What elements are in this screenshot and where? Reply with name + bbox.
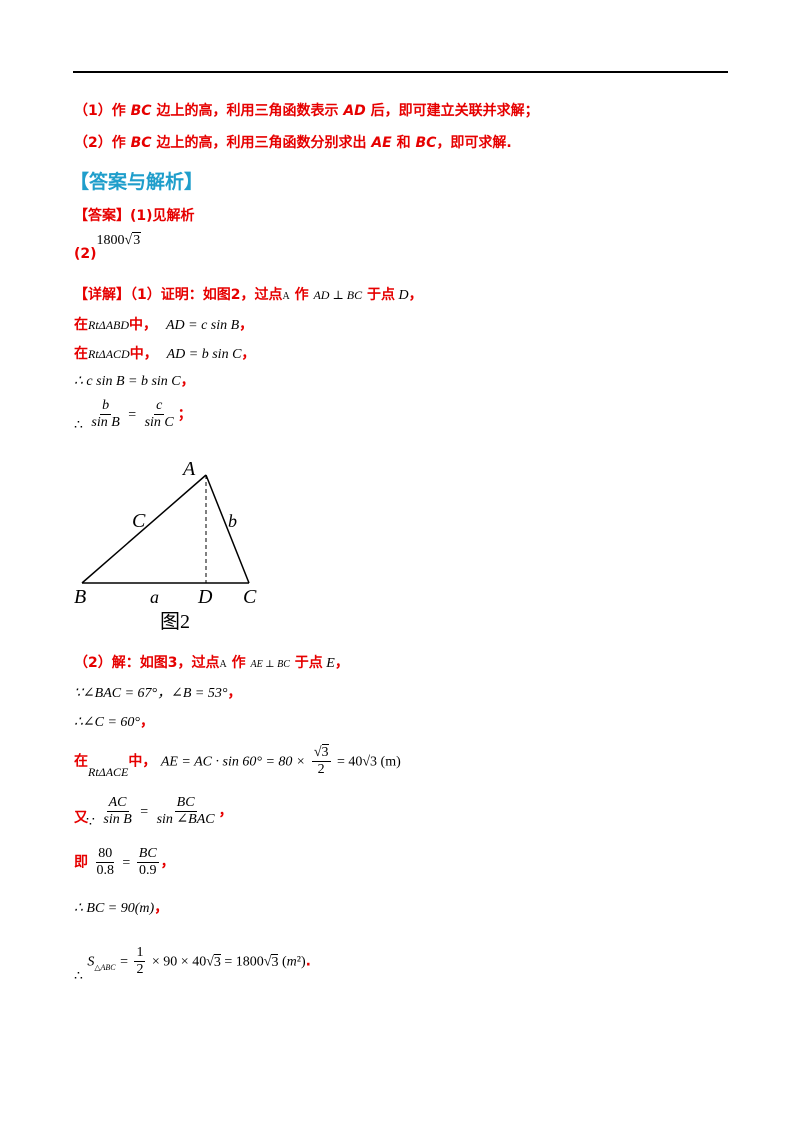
label-c: C — [132, 510, 146, 532]
answer-part1: (1)见解析 — [130, 208, 195, 224]
part2-bc: ∴ BC = 90(m)， — [74, 900, 169, 916]
answer-line: 【答案】(1)见解析 — [74, 205, 195, 225]
label-D: D — [197, 586, 213, 608]
top-rule — [73, 71, 728, 73]
detail-line2: 在RtΔACD中， AD = b sin C， — [74, 346, 256, 362]
answer-part2: (2)1800√3 — [74, 232, 142, 262]
side-ab — [81, 474, 207, 584]
hint-1: （1）作 BC 边上的高，利用三角函数表示 AD 后，即可建立关联并求解； — [74, 103, 539, 119]
label-B: B — [74, 586, 86, 608]
answer-label: 【答案】 — [74, 208, 130, 224]
figure-2-triangle: A B C D a b C 图2 — [74, 458, 257, 633]
detail-line1: 在RtΔABD中， AD = c sin B， — [74, 317, 254, 333]
part2-given: ∵∠BAC = 67°，∠B = 53°， — [74, 685, 242, 701]
hint-2: （2）作 BC 边上的高，利用三角函数分别求出 AE 和 BC，即可求解. — [74, 135, 512, 151]
answer-part2-label: (2) — [74, 246, 97, 262]
detail-line3: ∴ c sin B = b sin C， — [74, 373, 195, 389]
detail-intro: 【详解】（1）证明：如图2，过点A 作 AD ⊥ BC 于点 D， — [74, 287, 423, 303]
label-C: C — [243, 586, 257, 608]
section-title: 【答案与解析】 — [70, 171, 204, 193]
part2-angleC: ∴∠C = 60°， — [74, 714, 155, 730]
part2-intro: （2）解：如图3，过点A 作 AE ⊥ BC 于点 E， — [74, 655, 349, 671]
label-a: a — [150, 587, 159, 607]
figure-caption: 图2 — [160, 611, 190, 633]
label-A: A — [181, 458, 196, 480]
answer-part2-value: 1800√3 — [96, 232, 142, 248]
side-ac — [205, 474, 250, 584]
label-b: b — [228, 511, 237, 531]
detail-label: 【详解】 — [74, 287, 130, 303]
